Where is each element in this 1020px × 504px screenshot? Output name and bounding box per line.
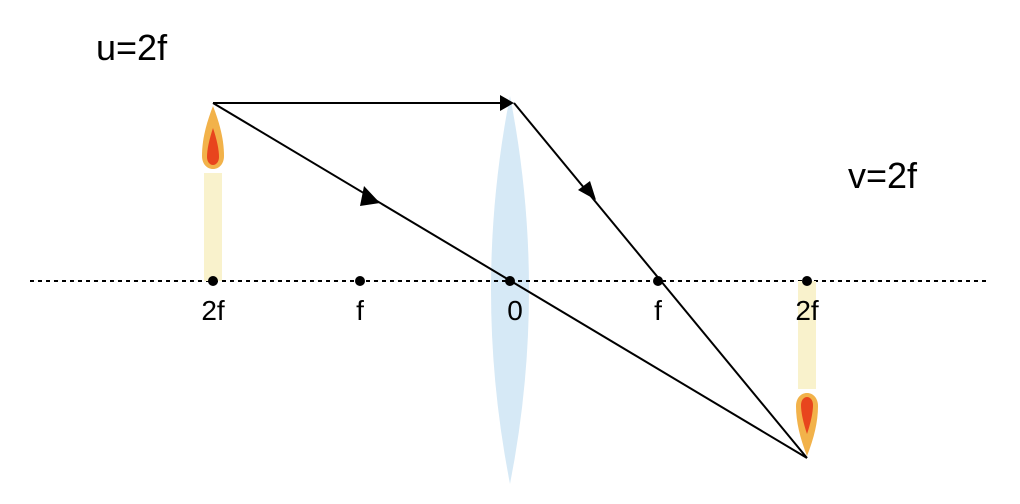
ray-refracted-arrowhead	[578, 181, 596, 200]
object-candle	[202, 106, 224, 281]
image-distance-label: v=2f	[848, 155, 918, 196]
image-candle-body	[798, 281, 816, 389]
axis-label-origin: 0	[507, 295, 523, 326]
axis-dot-f-right	[653, 276, 663, 286]
axis-label-2f-left: 2f	[201, 295, 225, 326]
object-candle-body	[204, 173, 222, 281]
image-flame-inner	[801, 397, 813, 434]
axis-dot-2f-right	[802, 276, 812, 286]
axis-dot-f-left	[355, 276, 365, 286]
object-flame-inner	[207, 128, 219, 165]
image-candle	[796, 281, 818, 456]
axis-dot-origin	[505, 276, 515, 286]
axis-label-f-right: f	[654, 295, 662, 326]
axis-label-2f-right: 2f	[795, 295, 819, 326]
convex-lens	[491, 96, 529, 484]
axis-label-f-left: f	[356, 295, 364, 326]
ray-center-arrowhead	[360, 186, 380, 206]
axis-dot-2f-left	[208, 276, 218, 286]
ray-parallel-arrowhead	[500, 95, 514, 111]
object-distance-label: u=2f	[96, 27, 168, 68]
